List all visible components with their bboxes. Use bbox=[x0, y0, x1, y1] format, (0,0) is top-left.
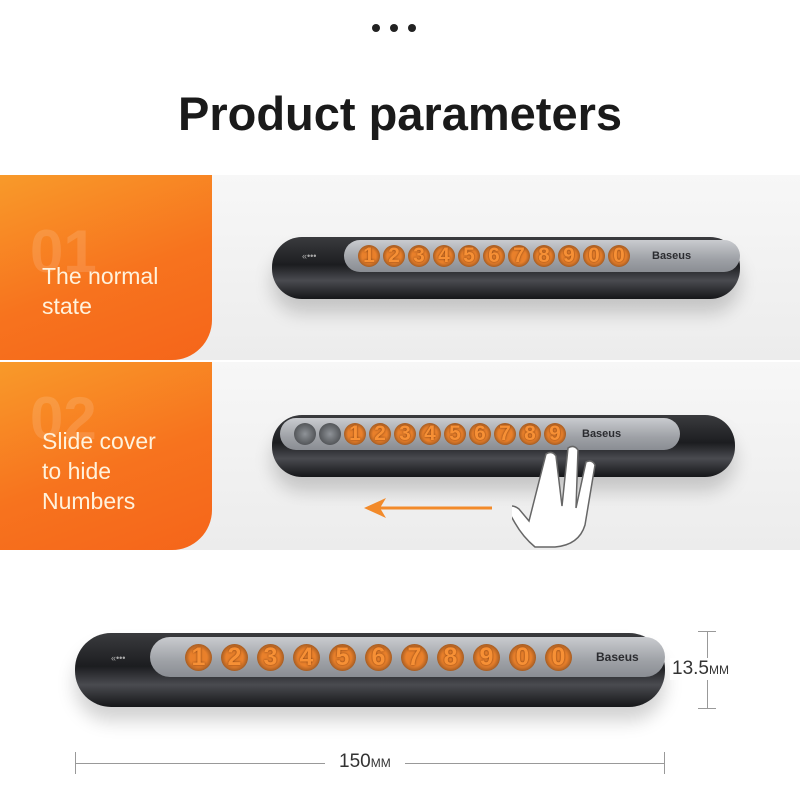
digit: 7 bbox=[401, 643, 428, 671]
digit: 0 bbox=[509, 643, 536, 671]
dimension-tick bbox=[698, 708, 716, 709]
digit: 2 bbox=[383, 245, 405, 267]
digit: 6 bbox=[483, 245, 505, 267]
digit: 0 bbox=[608, 245, 630, 267]
digit: 7 bbox=[494, 423, 516, 445]
digit: 0 bbox=[545, 643, 572, 671]
digit: 1 bbox=[185, 643, 212, 671]
digit: 3 bbox=[257, 643, 284, 671]
digit: 5 bbox=[458, 245, 480, 267]
digit: 3 bbox=[408, 245, 430, 267]
digit: 9 bbox=[544, 423, 566, 445]
hidden-digit-slot bbox=[319, 423, 341, 445]
page-title: Product parameters bbox=[177, 87, 623, 140]
digit: 8 bbox=[437, 643, 464, 671]
length-label: 150MM bbox=[325, 751, 405, 773]
digit: 4 bbox=[419, 423, 441, 445]
hand-icon bbox=[512, 445, 596, 548]
section-caption: The normal state bbox=[42, 263, 159, 319]
brand-logo: Baseus bbox=[652, 250, 692, 262]
brand-logo: Baseus bbox=[582, 428, 622, 440]
double-chevron-left-icon: «••• bbox=[302, 251, 317, 261]
section-number: 01 bbox=[30, 218, 97, 285]
more-dots-icon bbox=[372, 24, 416, 32]
dimension-tick bbox=[75, 752, 76, 774]
section-number: 02 bbox=[30, 385, 97, 452]
digit: 9 bbox=[558, 245, 580, 267]
digit: 3 bbox=[394, 423, 416, 445]
orange-panel: 02 Slide cover to hide Numbers bbox=[0, 362, 212, 550]
digit: 9 bbox=[473, 643, 500, 671]
digit: 5 bbox=[329, 643, 356, 671]
section-caption: Slide cover to hide Numbers bbox=[42, 428, 156, 514]
digit: 1 bbox=[344, 423, 366, 445]
digit: 6 bbox=[469, 423, 491, 445]
digit: 8 bbox=[533, 245, 555, 267]
dimension-tick bbox=[664, 752, 665, 774]
digit: 8 bbox=[519, 423, 541, 445]
digit: 6 bbox=[365, 643, 392, 671]
digit: 5 bbox=[444, 423, 466, 445]
hidden-digit-slot bbox=[294, 423, 316, 445]
brand-logo: Baseus bbox=[596, 650, 639, 664]
digit: 7 bbox=[508, 245, 530, 267]
digit: 0 bbox=[583, 245, 605, 267]
orange-panel: 01 The normal state bbox=[0, 175, 212, 360]
height-label: 13.5MM bbox=[670, 658, 731, 680]
arrow-left-icon bbox=[364, 498, 492, 518]
digit: 2 bbox=[369, 423, 391, 445]
digit: 4 bbox=[433, 245, 455, 267]
digit: 2 bbox=[221, 643, 248, 671]
digit: 4 bbox=[293, 643, 320, 671]
double-chevron-left-icon: «••• bbox=[111, 653, 126, 663]
digit: 1 bbox=[358, 245, 380, 267]
dimension-tick bbox=[698, 631, 716, 632]
